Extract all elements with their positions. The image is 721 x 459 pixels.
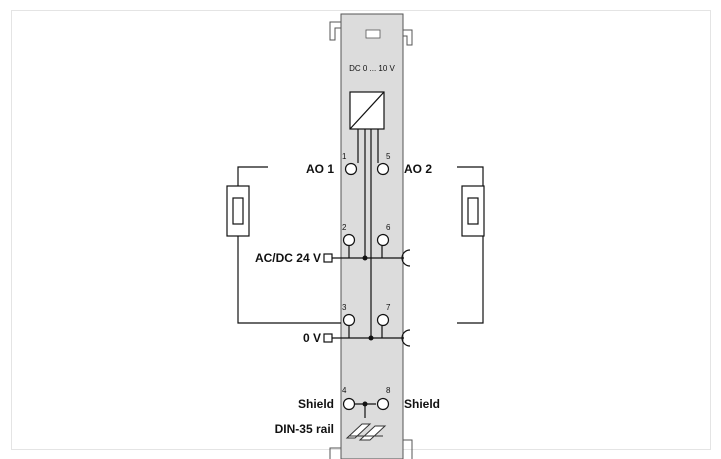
terminals xyxy=(342,162,390,411)
terminal-5 xyxy=(376,162,390,176)
junction-24v xyxy=(362,255,368,261)
ao2-label: AO 2 xyxy=(404,162,432,176)
pin-number: 1 xyxy=(342,152,347,161)
left-load xyxy=(226,166,341,324)
pin-number: 6 xyxy=(386,223,391,232)
terminal-1 xyxy=(344,162,358,176)
pin-number: 4 xyxy=(342,386,347,395)
terminal-3 xyxy=(342,313,356,327)
internal-wiring xyxy=(348,129,383,418)
supply-label: AC/DC 24 V xyxy=(255,251,321,265)
shield-left-label: Shield xyxy=(298,397,334,411)
pin-number: 7 xyxy=(386,303,391,312)
terminal-4 xyxy=(342,397,356,411)
terminal-2 xyxy=(342,233,356,247)
junction-0v xyxy=(368,335,374,341)
din-rail-label: DIN-35 rail xyxy=(275,422,334,436)
supply-0v-terminal xyxy=(323,333,333,343)
terminal-7 xyxy=(376,313,390,327)
pin-number: 8 xyxy=(386,386,391,395)
zero-volt-label: 0 V xyxy=(303,331,321,345)
shield-right-label: Shield xyxy=(404,397,440,411)
supply-24v-terminal xyxy=(323,253,333,263)
ao1-label: AO 1 xyxy=(306,162,334,176)
junction-shield xyxy=(362,401,368,407)
range-label: DC 0 ... 10 V xyxy=(349,64,395,73)
right-load xyxy=(457,166,485,324)
pin-number: 3 xyxy=(342,303,347,312)
terminal-8 xyxy=(376,397,390,411)
pin-number: 2 xyxy=(342,223,347,232)
pin-number: 5 xyxy=(386,152,391,161)
din-rail-icon xyxy=(345,423,387,441)
converter-icon xyxy=(349,91,385,130)
terminal-6 xyxy=(376,233,390,247)
